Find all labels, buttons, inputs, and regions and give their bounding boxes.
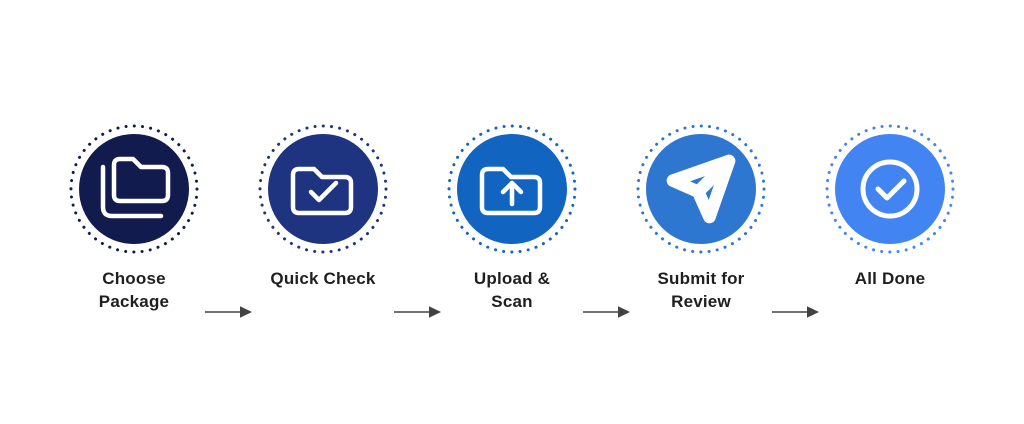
step-node-circle (636, 124, 766, 254)
step-node-circle (69, 124, 199, 254)
paper-plane-icon (666, 154, 736, 224)
step-quick-check: Quick Check (253, 123, 393, 290)
step-upload-scan: Upload & Scan (442, 123, 582, 313)
step-node-circle (258, 124, 388, 254)
step-node-circle (825, 124, 955, 254)
folder-check-icon (290, 166, 354, 216)
arrow-icon (205, 306, 252, 318)
step-label: Choose Package (98, 269, 170, 311)
arrow-icon (583, 306, 630, 318)
step-label: Quick Check (270, 269, 376, 288)
step-choose-package: Choose Package (64, 123, 204, 313)
step-submit-review: Submit for Review (631, 123, 771, 313)
dotted-ring (825, 124, 955, 254)
copy-folder-icon (100, 156, 171, 219)
step-all-done: All Done (820, 123, 960, 290)
dotted-ring (447, 124, 577, 254)
dotted-ring (258, 124, 388, 254)
folder-upload-icon (479, 166, 543, 216)
step-label: Submit for Review (657, 269, 745, 311)
step-disc (835, 134, 945, 244)
check-circle-icon (860, 159, 920, 219)
step-disc (79, 134, 189, 244)
step-label: All Done (854, 269, 926, 288)
arrow-icon (394, 306, 441, 318)
step-label: Upload & Scan (473, 269, 551, 311)
step-node-circle (447, 124, 577, 254)
process-flow: Choose Package Quick Check (64, 123, 960, 318)
dotted-ring (69, 124, 199, 254)
arrow-icon (772, 306, 819, 318)
step-disc (268, 134, 378, 244)
dotted-ring (636, 124, 766, 254)
